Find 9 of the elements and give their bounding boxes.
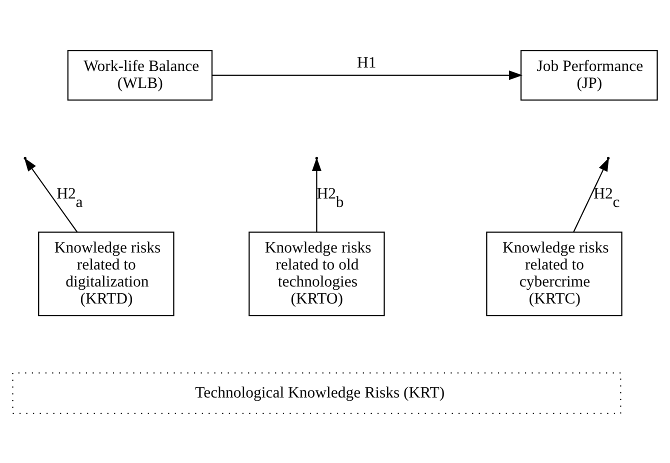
edge-label: H1 bbox=[356, 54, 376, 72]
node-box: Technological Knowledge Risks (KRT) bbox=[12, 372, 622, 414]
node-box: Work-life Balance (WLB) bbox=[67, 49, 213, 100]
arrow bbox=[212, 70, 523, 80]
node-box: Job Performance (JP) bbox=[520, 49, 658, 100]
arrow bbox=[573, 157, 609, 232]
node-box: Knowledge risks related to old technologies (KRTO) bbox=[248, 231, 385, 316]
node-box: Knowledge risks related to digitalization (KRTD) bbox=[38, 231, 174, 316]
node-box: Knowledge risks related to cybercrime (KRTC) bbox=[486, 231, 622, 316]
